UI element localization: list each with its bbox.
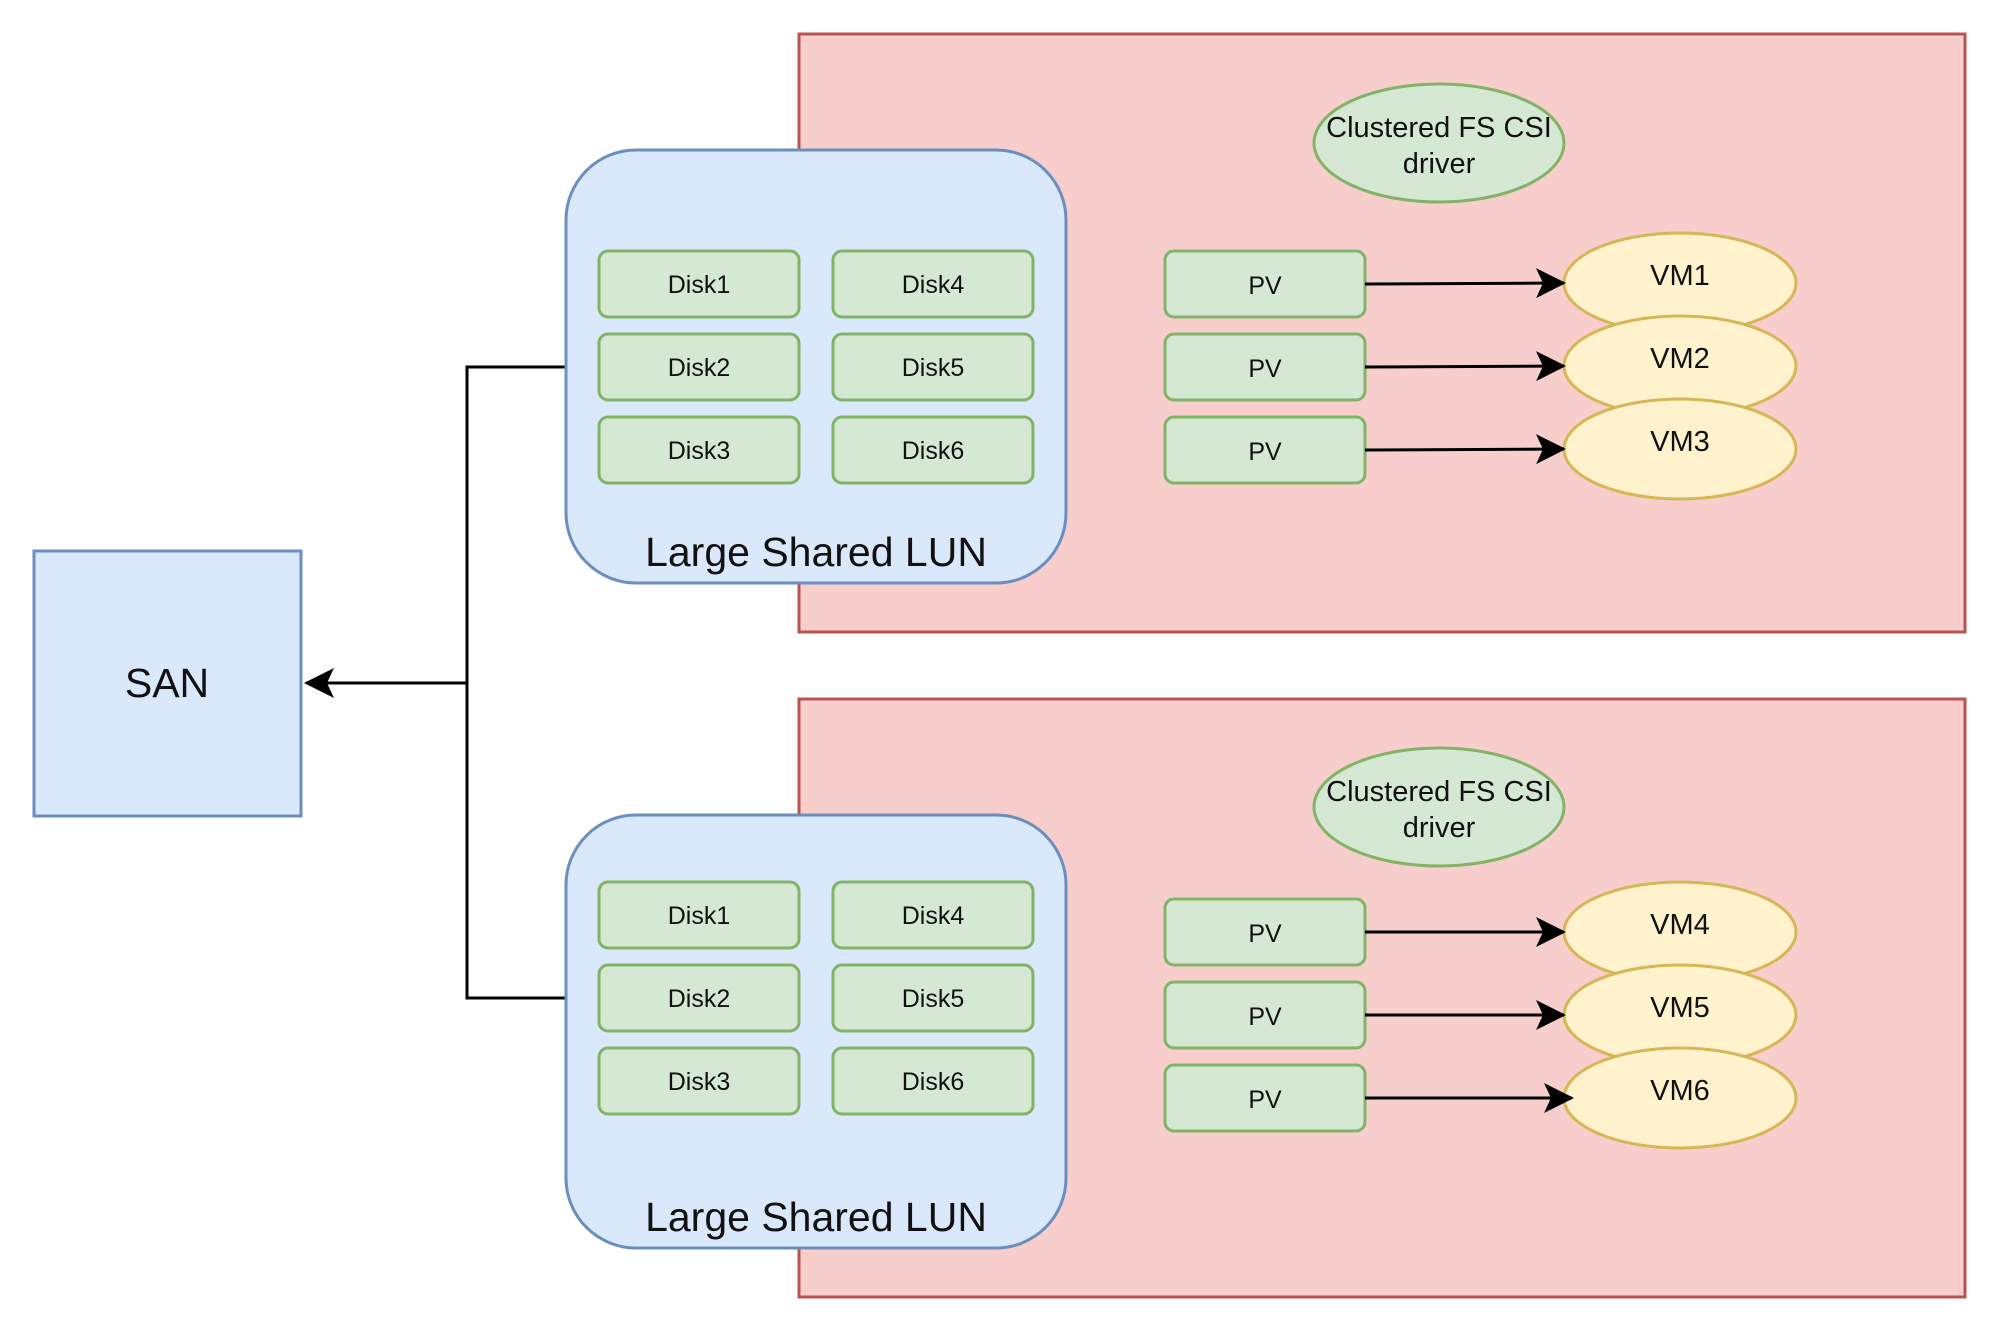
disk-1[interactable]: Disk1 [597, 249, 801, 319]
disk-box[interactable] [831, 415, 1035, 485]
disk-box[interactable] [831, 880, 1035, 950]
disk-box[interactable] [597, 1046, 801, 1116]
disk-box[interactable] [597, 415, 801, 485]
vm-label: VM4 [1650, 909, 1710, 941]
disk-box[interactable] [597, 249, 801, 319]
disk-4[interactable]: Disk4 [831, 880, 1035, 950]
vm-vm6[interactable]: VM6 [1562, 1046, 1798, 1150]
disk-label: Disk6 [902, 1068, 965, 1096]
disk-label: Disk5 [902, 985, 965, 1013]
disk-box[interactable] [597, 332, 801, 402]
disk-label: Disk4 [902, 902, 965, 930]
lun-label: Large Shared LUN [645, 1194, 987, 1240]
vm-vm2[interactable]: VM2 [1562, 314, 1798, 418]
vm-label: VM2 [1650, 343, 1710, 375]
disk-label: Disk5 [902, 354, 965, 382]
csi-driver[interactable]: Clustered FS CSI driver [1312, 82, 1566, 204]
pv-2[interactable]: PV [1163, 980, 1367, 1050]
disk-box[interactable] [597, 880, 801, 950]
san-box[interactable] [32, 549, 303, 818]
disk-box[interactable] [831, 1046, 1035, 1116]
clusters: Large Shared LUNDisk1Disk2Disk3Disk4Disk… [564, 32, 1967, 1299]
disk-label: Disk1 [668, 271, 731, 299]
pv-to-vm-arrow [1364, 268, 1566, 299]
pv-label: PV [1248, 438, 1282, 466]
pv-2[interactable]: PV [1163, 332, 1367, 402]
disk-6[interactable]: Disk6 [831, 1046, 1035, 1116]
disk-1[interactable]: Disk1 [597, 880, 801, 950]
disk-label: Disk2 [668, 354, 731, 382]
disk-label: Disk1 [668, 902, 731, 930]
disk-2[interactable]: Disk2 [597, 963, 801, 1033]
disk-label: Disk4 [902, 271, 965, 299]
vm-label: VM3 [1650, 426, 1710, 458]
disk-4[interactable]: Disk4 [831, 249, 1035, 319]
disk-5[interactable]: Disk5 [831, 963, 1035, 1033]
san-label: SAN [125, 660, 209, 706]
csi-driver-label-line2: driver [1403, 148, 1476, 180]
pv-to-vm-arrow [1364, 434, 1566, 465]
disk-3[interactable]: Disk3 [597, 415, 801, 485]
disk-box[interactable] [597, 963, 801, 1033]
disk-box[interactable] [831, 332, 1035, 402]
disk-5[interactable]: Disk5 [831, 332, 1035, 402]
pv-label: PV [1248, 1086, 1282, 1114]
csi-driver-label-line2: driver [1403, 812, 1476, 844]
pv-3[interactable]: PV [1163, 1063, 1367, 1133]
pv-label: PV [1248, 355, 1282, 383]
disk-2[interactable]: Disk2 [597, 332, 801, 402]
pv-1[interactable]: PV [1163, 249, 1367, 319]
csi-driver-label-line1: Clustered FS CSI [1326, 776, 1552, 808]
csi-driver-label-line1: Clustered FS CSI [1326, 112, 1552, 144]
disk-3[interactable]: Disk3 [597, 1046, 801, 1116]
csi-driver[interactable]: Clustered FS CSI driver [1312, 746, 1566, 868]
disk-box[interactable] [831, 963, 1035, 1033]
vm-vm3[interactable]: VM3 [1562, 397, 1798, 501]
san-node[interactable]: SAN [32, 549, 303, 818]
vm-label: VM6 [1650, 1075, 1710, 1107]
disk-label: Disk2 [668, 985, 731, 1013]
vm-label: VM5 [1650, 992, 1710, 1024]
lun-label: Large Shared LUN [645, 529, 987, 575]
pv-label: PV [1248, 920, 1282, 948]
pv-to-vm-arrow [1364, 351, 1566, 382]
pv-label: PV [1248, 1003, 1282, 1031]
disk-label: Disk6 [902, 437, 965, 465]
disk-box[interactable] [831, 249, 1035, 319]
csi-driver-ellipse[interactable] [1312, 82, 1566, 204]
san-connectors [304, 365, 599, 1000]
vm-label: VM1 [1650, 260, 1710, 292]
pv-label: PV [1248, 272, 1282, 300]
csi-driver-ellipse[interactable] [1312, 746, 1566, 868]
disk-6[interactable]: Disk6 [831, 415, 1035, 485]
pv-1[interactable]: PV [1163, 897, 1367, 967]
pv-3[interactable]: PV [1163, 415, 1367, 485]
disk-label: Disk3 [668, 1068, 731, 1096]
disk-label: Disk3 [668, 437, 731, 465]
